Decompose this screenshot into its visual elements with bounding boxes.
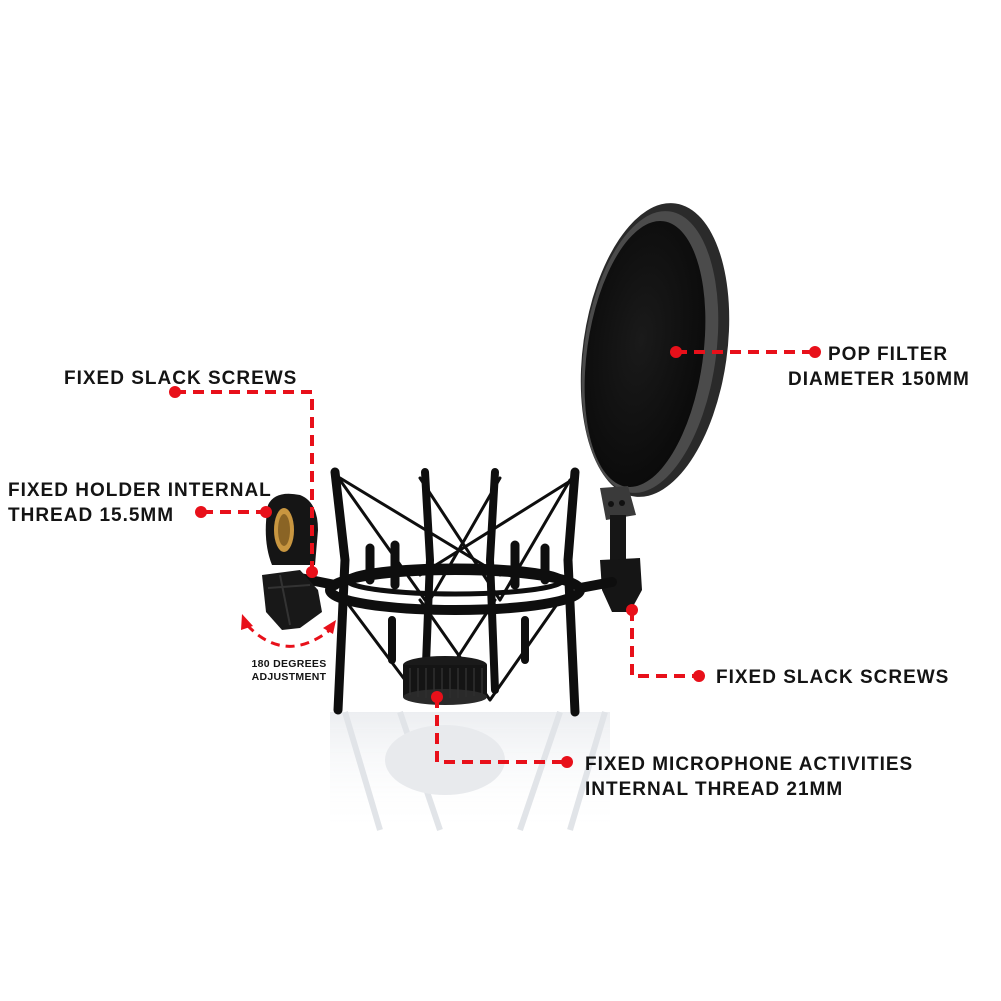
callout-line-slack-screws-left: [175, 390, 314, 572]
callout-text: DIAMETER 150MM: [788, 369, 970, 390]
callout-lines: [175, 350, 815, 764]
bottom-thread-nut: [403, 656, 487, 705]
callout-text: FIXED SLACK SCREWS: [64, 368, 298, 389]
callout-text: FIXED SLACK SCREWS: [716, 667, 950, 688]
rotation-arc: [245, 623, 331, 648]
rotation-arrowheads: [241, 614, 336, 634]
callout-text: FIXED HOLDER INTERNAL: [8, 480, 272, 501]
callout-dots: [169, 346, 821, 768]
callout-line-slack-screws-right: [630, 610, 698, 678]
callout-text: POP FILTER: [828, 344, 949, 365]
callout-text: FIXED MICROPHONE ACTIVITIES: [585, 754, 914, 775]
left-holder: [262, 493, 322, 630]
shock-mount-cage: [295, 467, 617, 717]
callout-text: ADJUSTMENT: [251, 671, 327, 683]
pop-filter: [580, 203, 730, 612]
callout-line-microphone-thread: [435, 697, 567, 764]
callout-fixed-slack-screws-left: FIXED SLACK SCREWS: [64, 366, 297, 391]
callout-pop-filter-diameter: POP FILTER DIAMETER 150MM: [788, 342, 984, 392]
callout-text: INTERNAL THREAD 21MM: [585, 779, 844, 800]
callout-fixed-holder-internal-thread: FIXED HOLDER INTERNAL THREAD 15.5MM: [8, 478, 272, 528]
callout-text: THREAD 15.5MM: [8, 505, 175, 526]
callout-fixed-microphone-activities-thread: FIXED MICROPHONE ACTIVITIES INTERNAL THR…: [585, 752, 913, 802]
callout-180-degrees-adjustment: 180 DEGREES ADJUSTMENT: [246, 658, 332, 684]
callout-text: 180 DEGREES: [251, 658, 327, 670]
callout-fixed-slack-screws-right: FIXED SLACK SCREWS: [716, 665, 949, 690]
floor-reflection: [330, 711, 610, 832]
